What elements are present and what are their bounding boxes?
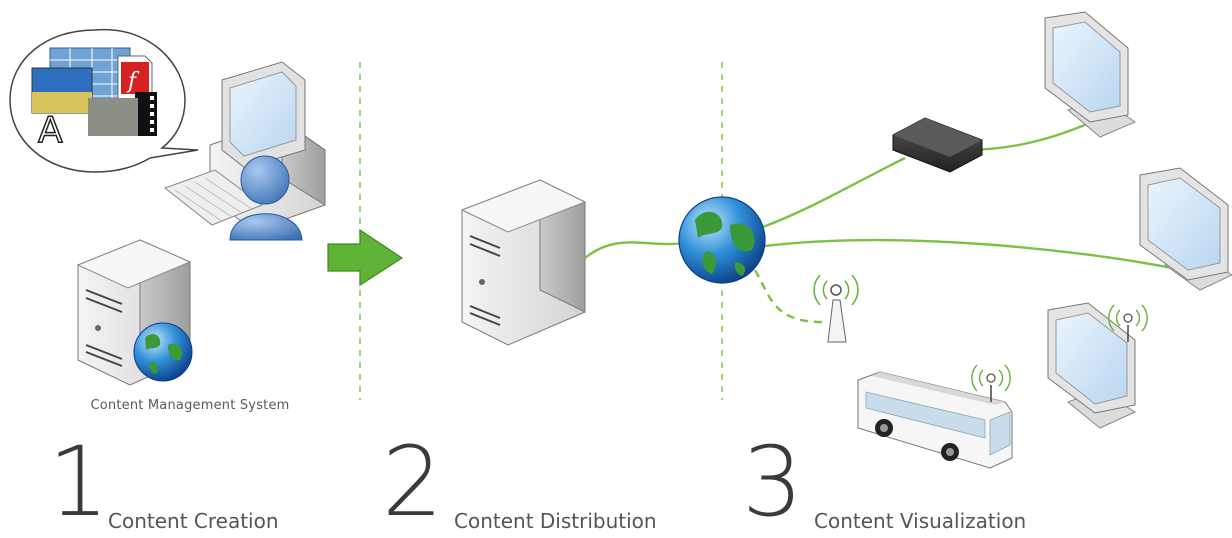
wireless-monitor-icon [1047, 302, 1148, 429]
distribution-server-icon [460, 179, 587, 346]
step-number: 3 [742, 426, 804, 538]
set-top-box-icon [892, 117, 983, 173]
antenna-icon [813, 274, 859, 343]
user-icon [229, 155, 303, 241]
globe-icon [678, 196, 766, 284]
svg-text:A: A [38, 110, 63, 151]
keyboard-icon [163, 169, 264, 226]
speech-bubble-media-icon: f A [9, 28, 199, 173]
link-server-globe [584, 240, 691, 259]
globe-icon [133, 322, 193, 382]
link-globe-settop [759, 156, 906, 230]
forward-arrow-icon [327, 228, 404, 287]
monitor-icon [1044, 11, 1137, 138]
step-label: Content Visualization [814, 509, 1027, 533]
step-label: Content Distribution [454, 509, 657, 533]
step-number: 1 [48, 426, 110, 538]
step-label: Content Creation [108, 509, 279, 533]
link-globe-antenna [753, 269, 823, 324]
monitor-icon [1139, 167, 1232, 291]
cms-label: Content Management System [90, 398, 290, 413]
bus-icon [857, 364, 1013, 469]
link-settop-monitor1 [964, 120, 1093, 152]
link-globe-monitor2 [764, 238, 1173, 270]
step-number: 2 [382, 426, 444, 538]
